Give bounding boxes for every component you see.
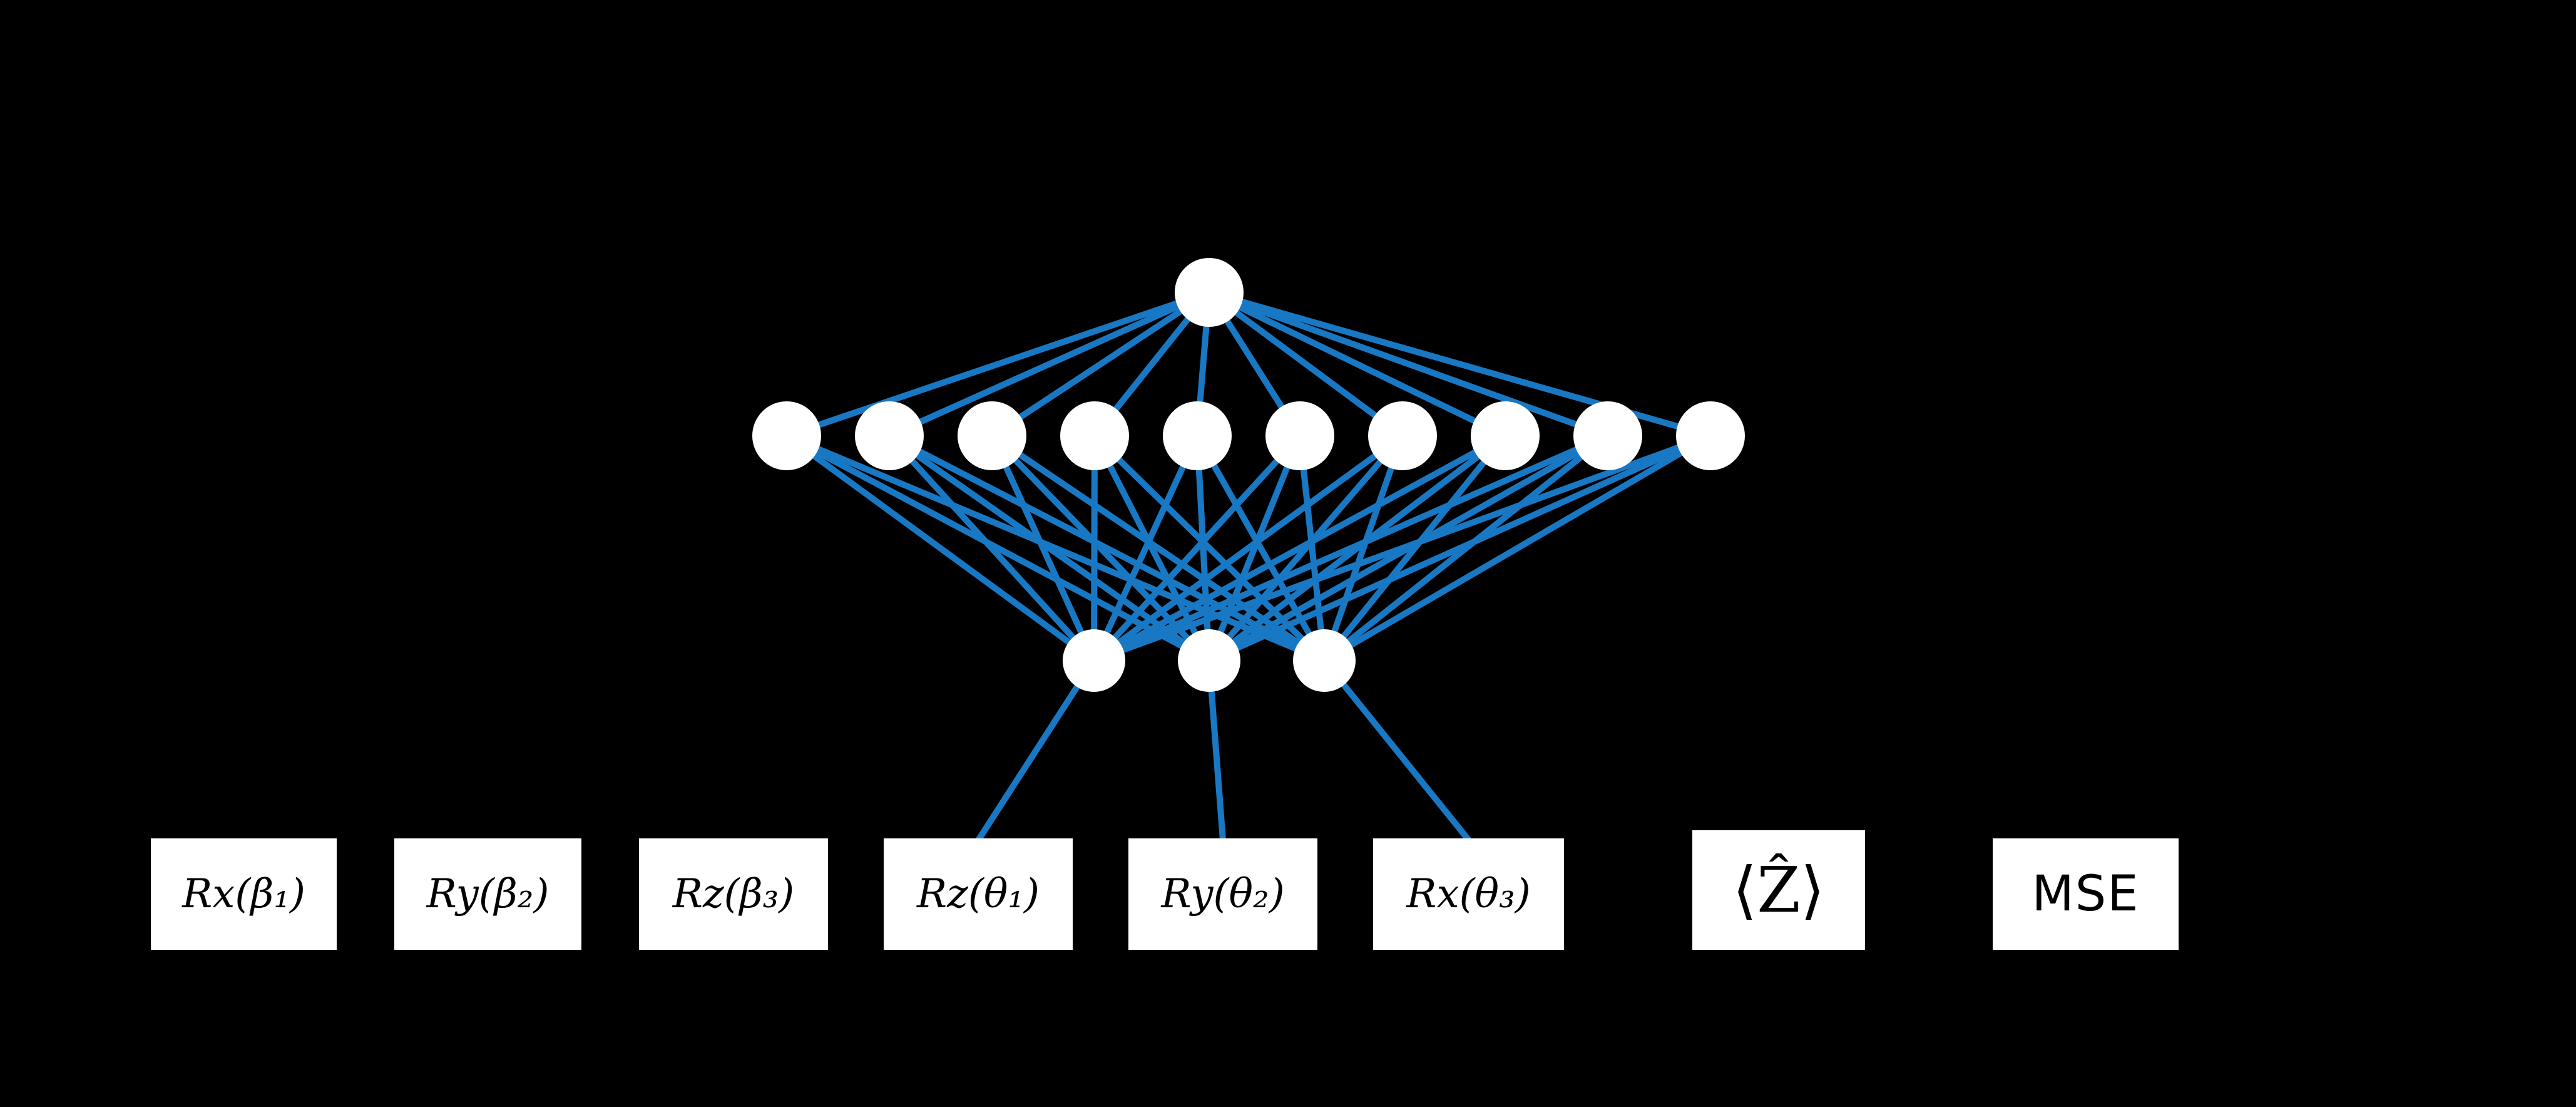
measurement-box-expectation-z: ⟨Ẑ⟩ — [1692, 830, 1865, 950]
network-edge — [887, 433, 1096, 663]
gate-label-rx-theta3: Rx(θ₃) — [1406, 871, 1531, 917]
network-edge — [1091, 434, 1200, 662]
gate-box-rz-theta1: Rz(θ₁) — [884, 838, 1073, 950]
gate-box-ry-theta2: Ry(θ₂) — [1128, 838, 1317, 950]
network-edge — [990, 289, 1211, 439]
hidden-node — [1265, 401, 1334, 470]
network-edge — [887, 433, 1326, 664]
gate-box-rx-beta1: Rx(β₁) — [151, 838, 337, 950]
measurement-label-expectation-z: ⟨Ẑ⟩ — [1732, 853, 1825, 927]
network-edge — [1091, 433, 1302, 663]
gate-box-ry-beta2: Ry(β₂) — [394, 838, 581, 950]
hidden-node — [855, 401, 924, 470]
hidden-node — [1368, 401, 1437, 470]
gate-label-ry-beta2: Ry(β₂) — [426, 871, 549, 917]
network-edge — [1194, 435, 1212, 661]
network-edge — [785, 289, 1210, 439]
network-edge — [1322, 433, 1712, 664]
gate-label-rz-theta1: Rz(θ₁) — [916, 871, 1040, 917]
network-edge — [1207, 433, 1712, 664]
network-edge — [1207, 289, 1404, 439]
network-edge — [1321, 435, 1406, 662]
input-node — [1175, 258, 1244, 327]
gate-label-rx-beta1: Rx(β₁) — [182, 871, 305, 917]
network-edge — [1208, 289, 1609, 439]
gate-label-ry-theta2: Ry(θ₂) — [1161, 871, 1285, 917]
network-edge — [1092, 433, 1404, 664]
output-node — [1293, 629, 1356, 692]
network-edge — [975, 659, 1097, 842]
network-edge — [1206, 435, 1303, 662]
network-edge — [785, 433, 1211, 664]
network-edge — [1092, 433, 1507, 664]
hidden-node — [958, 401, 1026, 470]
loss-box-mse: MSE — [1993, 838, 2179, 950]
hidden-node — [1676, 401, 1745, 470]
network-edge — [887, 433, 1211, 664]
network-edge — [1092, 433, 1610, 664]
hidden-node — [752, 401, 821, 470]
gate-label-rz-beta3: Rz(β₃) — [672, 871, 795, 917]
network-edge — [1297, 435, 1327, 661]
hidden-node — [1163, 401, 1232, 470]
hidden-node — [1060, 401, 1129, 470]
network-edge — [989, 434, 1097, 662]
network-edge — [785, 433, 1096, 664]
gate-box-rz-beta3: Rz(β₃) — [639, 838, 828, 950]
network-edge — [990, 433, 1326, 664]
network-edge — [785, 433, 1326, 664]
network-edge — [1093, 433, 1712, 664]
hidden-node — [1471, 401, 1540, 470]
network-edge — [887, 289, 1211, 439]
loss-label-mse: MSE — [2032, 866, 2140, 922]
network-edge — [1091, 435, 1098, 661]
network-edge — [1207, 289, 1507, 439]
output-node — [1063, 629, 1125, 692]
network-edge — [1194, 434, 1327, 662]
output-node — [1178, 629, 1240, 692]
network-edge — [1322, 658, 1471, 843]
hidden-node — [1573, 401, 1642, 470]
gate-box-rx-theta3: Rx(θ₃) — [1373, 838, 1564, 950]
